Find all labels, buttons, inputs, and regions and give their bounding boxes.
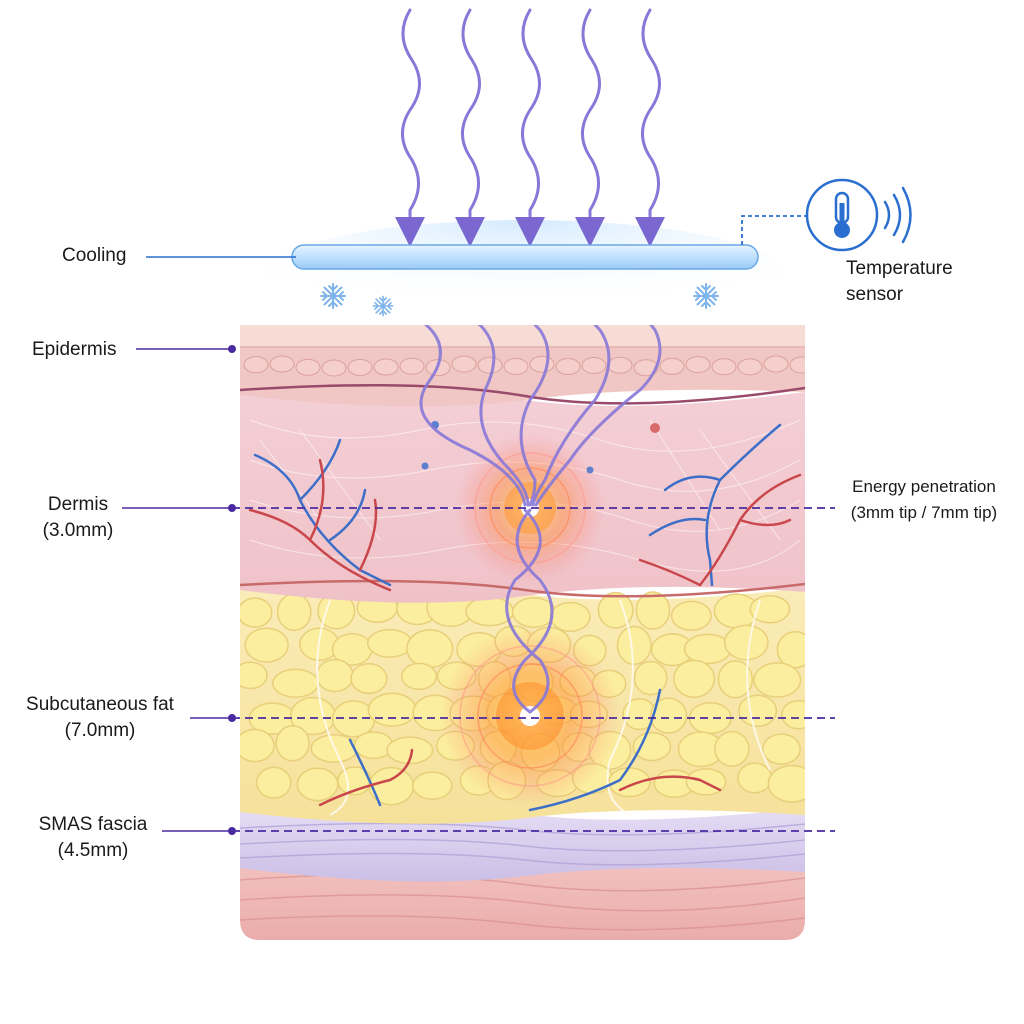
fat-cell	[670, 600, 712, 632]
fat-cell	[753, 662, 802, 698]
snowflake-icon	[693, 283, 719, 309]
fat-cell	[781, 699, 805, 730]
fat-cell	[406, 629, 454, 669]
epidermis-label: Epidermis	[32, 339, 117, 360]
fat-cell	[240, 728, 275, 763]
epidermis-cell	[243, 356, 269, 374]
subcutaneous-fat-label: Subcutaneous fat (7.0mm)	[26, 694, 174, 741]
dermis-label: Dermis (3.0mm)	[42, 494, 114, 541]
epidermis-cell	[607, 356, 633, 374]
epidermis-cell	[789, 356, 805, 374]
epidermis-cell	[399, 357, 425, 375]
fat-cell	[315, 658, 354, 693]
fat-cell	[683, 633, 732, 665]
cooling-label: Cooling	[62, 245, 127, 266]
fat-cell	[275, 725, 310, 762]
fat-cell	[635, 591, 671, 630]
fat-cell	[386, 736, 434, 765]
blood-vessels	[248, 423, 802, 812]
fat-cell	[632, 731, 672, 762]
fat-cell	[714, 730, 750, 767]
focal-point-fat	[440, 626, 620, 806]
epidermis-cell	[581, 356, 607, 374]
snowflake-icon	[320, 283, 346, 309]
epidermis-cell	[737, 358, 763, 376]
epidermis-cell	[659, 357, 685, 375]
fat-cell	[649, 697, 688, 734]
epidermis-cell	[555, 358, 581, 376]
fat-cell	[673, 659, 716, 698]
fat-cell	[633, 660, 668, 696]
fat-cell	[240, 597, 273, 628]
fat-cell	[717, 660, 754, 699]
fat-cell	[296, 767, 339, 802]
epidermis-cell	[347, 358, 373, 376]
epidermis-cells	[243, 355, 805, 377]
energy-waves-tissue	[396, 325, 662, 714]
fat-cell	[350, 663, 388, 695]
fat-cell	[738, 694, 778, 728]
epidermis-cell	[685, 356, 711, 374]
sensor-connector-line	[741, 215, 806, 245]
fat-cell	[767, 764, 805, 803]
fat-cell	[762, 733, 801, 765]
signal-waves-icon	[883, 186, 912, 244]
fat-cell	[367, 692, 417, 727]
fat-cell	[256, 766, 292, 799]
temperature-sensor-label: Temperature sensor	[846, 258, 953, 305]
epidermis-cell	[763, 355, 789, 373]
epidermis-cell	[477, 356, 503, 374]
fat-cell	[550, 601, 591, 633]
epidermis-cell	[711, 358, 737, 376]
smas-layer	[240, 806, 805, 882]
epidermis-cell	[269, 355, 295, 373]
fat-cell	[401, 662, 438, 691]
epidermis-cell	[633, 359, 659, 377]
fat-cell	[244, 627, 289, 663]
fat-cell	[412, 771, 453, 800]
fat-cell	[616, 625, 652, 666]
snowflake-icons	[320, 283, 719, 317]
cooling-plate	[291, 244, 759, 270]
leader-lines	[122, 256, 835, 835]
epidermis-cell	[295, 358, 321, 376]
fat-cell	[368, 766, 415, 806]
fat-cell	[723, 624, 769, 661]
epidermis-cell	[529, 355, 555, 373]
incoming-energy-waves	[395, 8, 665, 247]
fat-cell	[776, 630, 805, 669]
epidermis-cell	[373, 358, 399, 376]
energy-penetration-label: Energy penetration (3mm tip / 7mm tip)	[850, 477, 998, 522]
epidermis-cell	[503, 357, 529, 375]
thermometer-icon	[805, 178, 879, 252]
snowflake-icon	[372, 295, 394, 317]
epidermis-cell	[321, 359, 347, 377]
smas-fascia-label: SMAS fascia (4.5mm)	[38, 814, 148, 861]
fat-cell	[511, 597, 556, 628]
fat-cell	[688, 701, 732, 735]
fat-cell	[597, 591, 634, 629]
cooling-glow	[265, 220, 785, 330]
fat-cell	[737, 762, 773, 794]
fat-cell	[367, 628, 413, 658]
epidermis-cell	[451, 355, 477, 373]
fat-cell	[353, 731, 394, 760]
fat-cell	[240, 661, 268, 690]
fat-cell	[276, 593, 312, 632]
tissue-block	[240, 325, 805, 940]
fat-cell	[272, 668, 320, 698]
